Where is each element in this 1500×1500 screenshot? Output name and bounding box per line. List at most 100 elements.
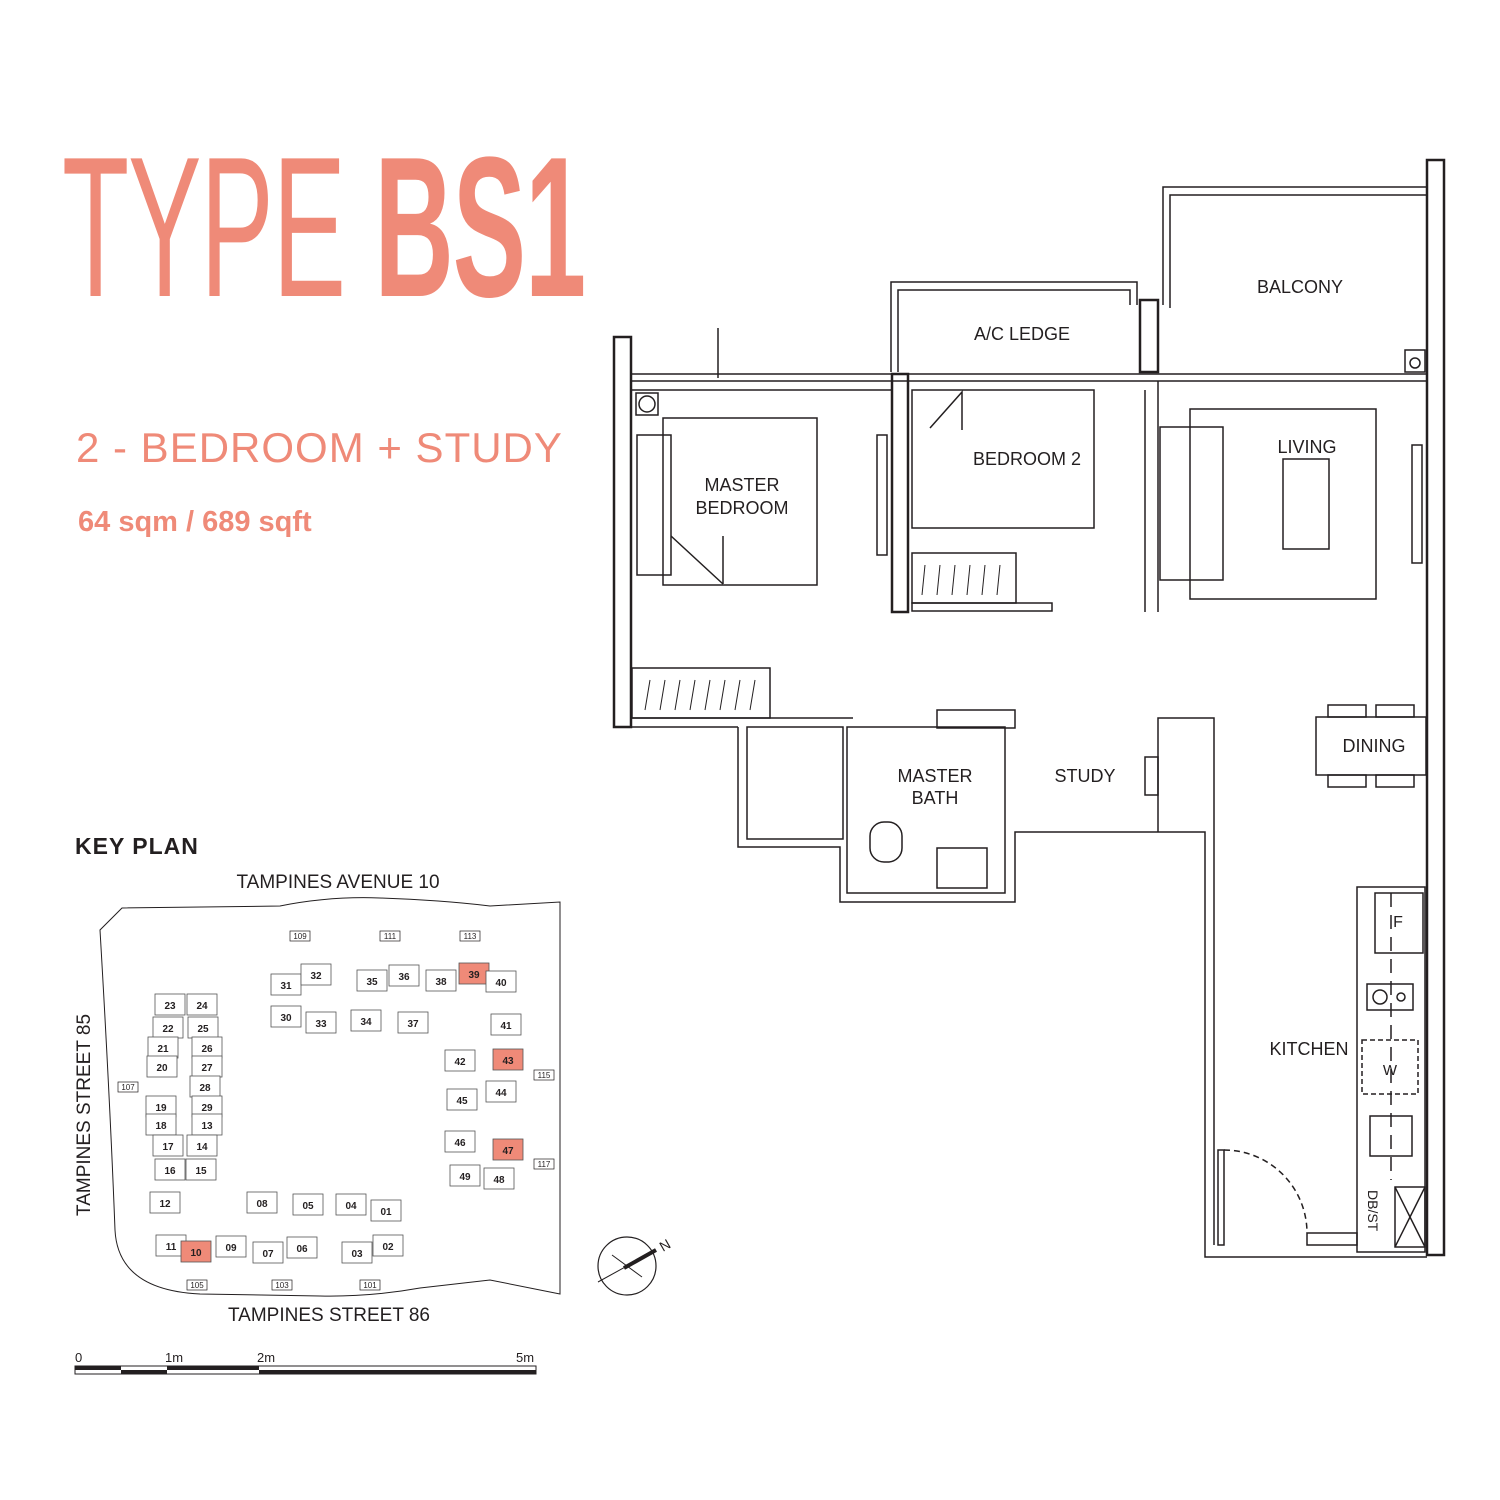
key-plan-unit-24: 24: [186, 993, 218, 1016]
unit-block: [356, 969, 388, 992]
unit-number: 03: [351, 1249, 363, 1260]
fridge-label: F: [1393, 914, 1403, 931]
unit-block: [300, 963, 332, 986]
key-plan-title: KEY PLAN: [75, 833, 199, 859]
unit-number: 17: [162, 1142, 174, 1153]
room-balcony: BALCONY: [1257, 277, 1343, 297]
key-plan-unit-20: 20: [146, 1055, 178, 1078]
unit-block: [335, 1193, 367, 1216]
unit-block: [485, 970, 517, 993]
key-plan-unit-13: 13: [191, 1113, 223, 1136]
unit-number: 33: [315, 1019, 327, 1030]
key-plan-unit-02: 02: [372, 1234, 404, 1257]
unit-number: 46: [454, 1138, 466, 1149]
unit-number: 13: [201, 1121, 213, 1132]
road-south: TAMPINES STREET 86: [228, 1305, 430, 1326]
key-plan-unit-15: 15: [185, 1158, 217, 1181]
room-master-bedroom-line1: MASTER: [704, 475, 779, 495]
unit-block: [446, 1088, 478, 1111]
unit-number: 02: [382, 1242, 394, 1253]
lot-number: 113: [464, 932, 477, 941]
lot-box: [379, 930, 401, 942]
unit-number: 24: [196, 1001, 208, 1012]
scale-label-2m: 2m: [257, 1350, 275, 1365]
key-plan-unit-46: 46: [444, 1130, 476, 1153]
unit-block: [186, 993, 218, 1016]
unit-area: 64 sqm / 689 sqft: [78, 506, 312, 538]
unit-number: 40: [495, 978, 507, 989]
unit-block: [154, 1158, 186, 1181]
lot-box: [271, 1279, 293, 1291]
key-plan-unit-26: 26: [191, 1036, 223, 1059]
unit-block: [397, 1011, 429, 1034]
unit-block: [286, 1236, 318, 1259]
key-plan-unit-40: 40: [485, 970, 517, 993]
unit-block: [149, 1191, 181, 1214]
lot-number: 115: [538, 1071, 551, 1080]
lot-number: 103: [275, 1281, 289, 1290]
unit-number: 28: [199, 1083, 211, 1094]
unit-number: 48: [493, 1175, 505, 1186]
room-master-bath-line2: BATH: [912, 788, 959, 808]
unit-number: 44: [495, 1088, 507, 1099]
unit-block: [425, 969, 457, 992]
unit-block: [146, 1055, 178, 1078]
key-plan-unit-06: 06: [286, 1236, 318, 1259]
key-plan-unit-21: 21: [147, 1036, 179, 1059]
unit-block: [370, 1199, 402, 1222]
key-plan-unit-12: 12: [149, 1191, 181, 1214]
unit-block: [215, 1235, 247, 1258]
room-labels: BALCONY A/C LEDGE MASTER BEDROOM BEDROOM…: [695, 277, 1405, 1232]
room-living: LIVING: [1277, 437, 1336, 457]
key-plan-unit-19: 19: [145, 1095, 177, 1118]
unit-block: [246, 1191, 278, 1214]
key-plan: TAMPINES AVENUE 10 TAMPINES STREET 86 TA…: [74, 872, 561, 1326]
unit-block: [492, 1048, 524, 1071]
unit-number: 30: [280, 1013, 292, 1024]
key-plan-unit-33: 33: [305, 1011, 337, 1034]
lot-box: [186, 1279, 208, 1291]
unit-block: [252, 1241, 284, 1264]
key-plan-unit-31: 31: [270, 973, 302, 996]
lot-box: [359, 1279, 381, 1291]
unit-block: [492, 1138, 524, 1161]
unit-number: 04: [345, 1201, 357, 1212]
db-st-label: DB/ST: [1365, 1190, 1381, 1232]
washer-label: W: [1383, 1062, 1398, 1079]
key-plan-unit-25: 25: [187, 1016, 219, 1039]
unit-number: 31: [280, 981, 292, 992]
unit-block: [152, 1134, 184, 1157]
lot-box: [459, 930, 481, 942]
room-study: STUDY: [1054, 766, 1115, 786]
scale-label-0: 0: [75, 1350, 82, 1365]
unit-number: 23: [164, 1001, 176, 1012]
unit-block: [444, 1049, 476, 1072]
key-plan-unit-43: 43: [492, 1048, 524, 1071]
unit-number: 43: [502, 1056, 514, 1067]
unit-number: 36: [398, 972, 410, 983]
unit-block: [485, 1080, 517, 1103]
key-plan-unit-18: 18: [145, 1113, 177, 1136]
unit-number: 15: [195, 1166, 207, 1177]
key-plan-unit-01: 01: [370, 1199, 402, 1222]
key-plan-unit-30: 30: [270, 1005, 302, 1028]
lot-number: 111: [384, 932, 397, 941]
unit-number: 37: [407, 1019, 419, 1030]
unit-number: 26: [201, 1044, 213, 1055]
unit-number: 21: [157, 1044, 169, 1055]
unit-number: 14: [196, 1142, 208, 1153]
unit-number: 39: [468, 970, 480, 981]
unit-number: 41: [500, 1021, 512, 1032]
room-ac-ledge: A/C LEDGE: [974, 324, 1070, 344]
scale-bar: 0 1m 2m 5m: [74, 1350, 537, 1375]
key-plan-unit-45: 45: [446, 1088, 478, 1111]
key-plan-unit-03: 03: [341, 1241, 373, 1264]
unit-number: 08: [256, 1199, 268, 1210]
unit-number: 06: [296, 1244, 308, 1255]
walls: [612, 158, 1446, 1258]
lot-number: 117: [538, 1160, 551, 1169]
lot-number: 101: [363, 1281, 377, 1290]
room-master-bath-line1: MASTER: [897, 766, 972, 786]
key-plan-unit-22: 22: [152, 1016, 184, 1039]
key-plan-unit-14: 14: [186, 1134, 218, 1157]
